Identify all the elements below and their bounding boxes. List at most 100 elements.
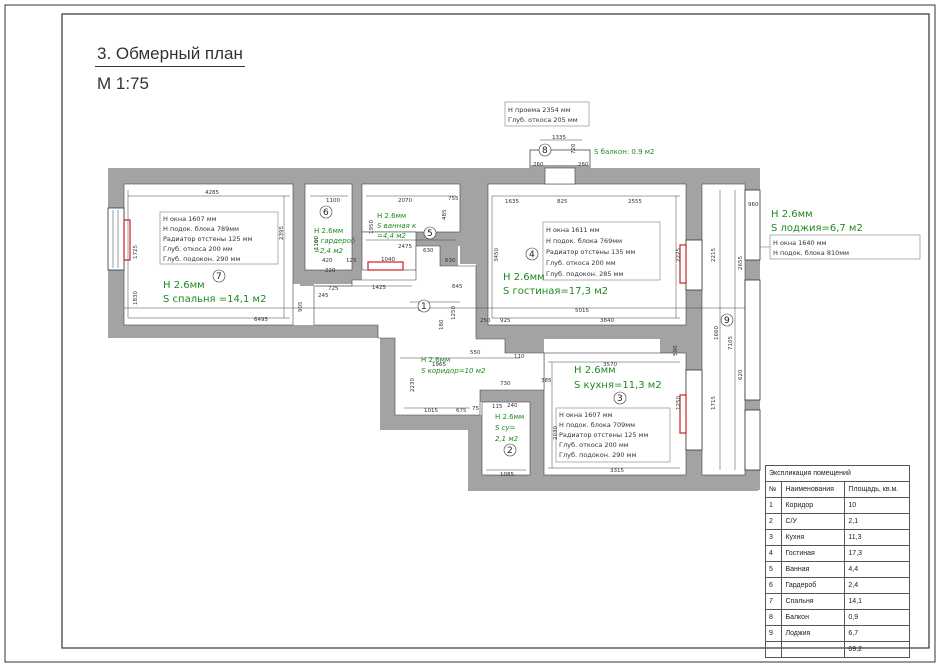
cell: 2,1 (844, 513, 910, 530)
bedroom-note-line: Радиатор отстены 125 мм (163, 235, 253, 243)
note-frames (159, 101, 921, 463)
dim-label: 630 (445, 258, 456, 264)
dim-label: 3570 (603, 362, 617, 368)
loggia-height: Н 2.6мм (771, 209, 813, 220)
kitchen-area: S кухня=11,3 м2 (574, 380, 662, 391)
table-row-total: 69,2 (764, 641, 910, 658)
dim-label: 1715 (711, 396, 717, 410)
cell: 7 (764, 593, 783, 610)
dim-label: 260 (578, 162, 589, 168)
cell: Гостиная (781, 545, 846, 562)
inner-frame (61, 13, 930, 649)
cell: 14,1 (844, 593, 910, 610)
page-title: 3. Обмерный план (97, 44, 243, 63)
dim-label: 7105 (728, 336, 734, 350)
dim-label: 2655 (738, 256, 744, 270)
total-area: 69,2 (844, 641, 910, 658)
living-note-line: Глуб. подокон. 285 мм (546, 270, 623, 278)
room-notes: Н окна 1607 мм Н подок. блока 789мм Ради… (163, 106, 849, 459)
legend-caption: Экспликация помещений (765, 465, 910, 482)
cell: 11,3 (844, 529, 910, 546)
area-labels: Н 2.6мм S спальня =14,1 м2 Н 2.6мм S гар… (163, 148, 863, 443)
kitchen-note-line: Радиатор отстены 125 мм (559, 431, 649, 439)
dim-label: 620 (738, 369, 744, 380)
bedroom-note-line: Глуб. подокон. 290 мм (163, 255, 240, 263)
cell: Балкон (781, 609, 846, 626)
dim-label: 1250 (676, 396, 682, 410)
cell: 1 (764, 497, 783, 514)
dim-label: 2230 (410, 378, 416, 392)
legend-header-area: Площадь, кв.м. (844, 481, 910, 498)
dim-label: 755 (448, 196, 459, 202)
cell: 4 (764, 545, 783, 562)
dim-label: 645 (452, 284, 463, 290)
living-note-line: Н подок. блока 769мм (546, 237, 622, 245)
dim-label: 590 (673, 345, 679, 356)
dimension-lines (124, 139, 745, 471)
dim-label: 2070 (398, 198, 412, 204)
dim-label: 550 (470, 350, 481, 356)
scale-label: М 1:75 (97, 74, 149, 93)
legend-header-name: Наименования (781, 481, 846, 498)
room-number-6: 6 (323, 208, 329, 218)
title-underline (95, 66, 245, 67)
living-area: S гостиная=17,3 м2 (503, 286, 608, 297)
cell: Гардероб (781, 577, 846, 594)
cell: 0,9 (844, 609, 910, 626)
dim-label: 115 (492, 404, 503, 410)
kitchen-note-line: Н подок. блока 709мм (559, 421, 635, 429)
cell: 4,4 (844, 561, 910, 578)
kitchen-note-line: Глуб. откоса 200 мм (559, 441, 629, 449)
cell: 2 (764, 513, 783, 530)
dim-label: 4285 (205, 190, 219, 196)
dim-label: 675 (456, 408, 467, 414)
cell: 6,7 (844, 625, 910, 642)
outer-frame (4, 4, 936, 663)
legend-header-num: № (764, 481, 783, 498)
living-note-line: Н окна 1611 мм (546, 226, 600, 234)
cell: 8 (764, 609, 783, 626)
cell: 17,3 (844, 545, 910, 562)
dim-label: 1950 (369, 220, 375, 234)
corridor-area: S коридор=10 м2 (421, 367, 486, 375)
bath-area: S ванная к (377, 222, 417, 230)
room-number-1: 1 (421, 302, 427, 312)
living-note-line: Радиатор отстены 135 мм (546, 248, 636, 256)
dim-label: 75 (472, 406, 479, 412)
balcony-note-line: Глуб. откоса 205 мм (508, 116, 578, 124)
cell: Коридор (781, 497, 846, 514)
dim-label: 925 (500, 318, 511, 324)
cell: 6 (764, 577, 783, 594)
wardrobe-area: S гардероб (314, 237, 356, 245)
dim-label: 1335 (552, 135, 566, 141)
dim-label: 3450 (494, 248, 500, 262)
dim-label: 2225 (676, 248, 682, 262)
dim-label: 240 (507, 403, 518, 409)
balcony-area: S балкон: 0.9 м2 (594, 148, 655, 156)
rooms-legend-table: Экспликация помещений № Наименования Пло… (764, 465, 910, 658)
dim-label: 1660 (714, 326, 720, 340)
cell: Спальня (781, 593, 846, 610)
balcony-note-line: Н проема 2354 мм (508, 106, 571, 114)
dim-label: 5015 (575, 308, 589, 314)
dim-label: 250 (480, 318, 491, 324)
dim-label: 730 (500, 381, 511, 387)
loggia-area: S лоджия=6,7 м2 (771, 223, 863, 234)
dim-label: 2555 (628, 199, 642, 205)
cell: С/У (781, 513, 846, 530)
bedroom-note-line: Глуб. откоса 200 мм (163, 245, 233, 253)
dim-label: 1425 (372, 285, 386, 291)
dim-label: 180 (439, 319, 445, 330)
dim-label: 1965 (432, 362, 446, 368)
dim-label: 220 (325, 268, 336, 274)
dim-label: 485 (442, 209, 448, 220)
cell: 9 (764, 625, 783, 642)
cell: Кухня (781, 529, 846, 546)
cell: 10 (844, 497, 910, 514)
wardrobe-area-value: =2,4 м2 (314, 247, 344, 255)
cell: 5 (764, 561, 783, 578)
cell: Ванная (781, 561, 846, 578)
bath-height: Н 2.6мм (377, 212, 406, 220)
